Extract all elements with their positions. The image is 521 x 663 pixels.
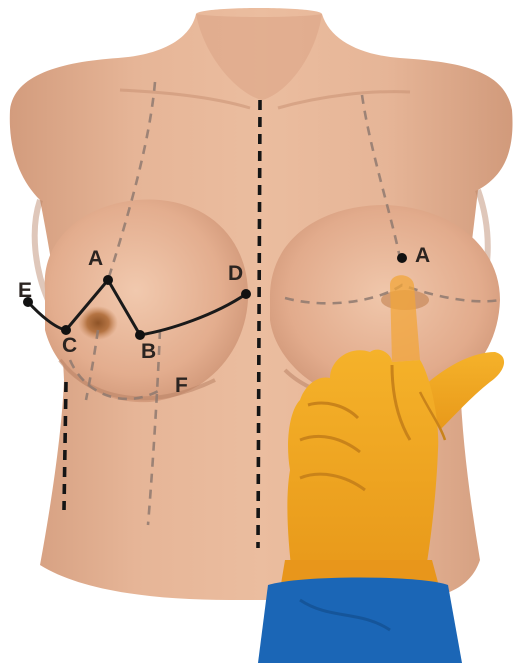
label-e: E xyxy=(18,279,32,302)
label-f: F xyxy=(175,374,188,397)
label-b: B xyxy=(141,340,156,363)
label-a-right: A xyxy=(88,247,103,270)
point-a-left xyxy=(397,253,407,263)
label-c: C xyxy=(62,334,77,357)
point-d xyxy=(241,289,251,299)
blue-sleeve xyxy=(258,578,462,663)
label-d: D xyxy=(228,262,243,285)
point-b xyxy=(135,330,145,340)
label-a-left: A xyxy=(415,244,430,267)
point-a-right xyxy=(103,275,113,285)
